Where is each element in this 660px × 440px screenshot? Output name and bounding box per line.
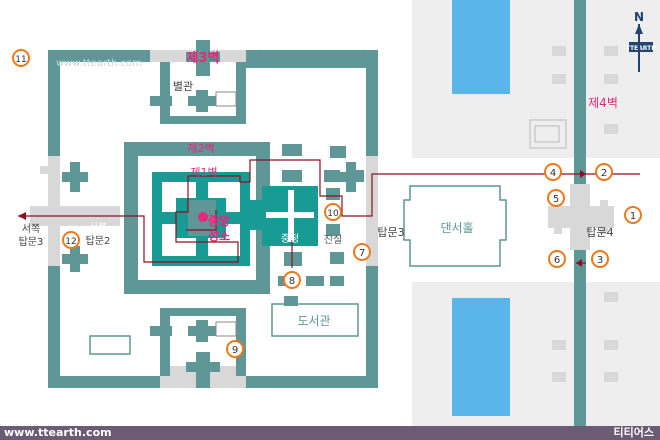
marker-9-circle [226,340,244,358]
east-grounds-north [412,0,660,158]
west-gate2-label-2: 탑문2 [86,235,111,247]
compass-badge [629,42,653,52]
marker-5-circle [547,189,565,207]
sanctuary-label-1: 중앙 [208,214,230,228]
footer-site[interactable]: www.ttearth.com [4,426,112,439]
compass: TTEARTH N [626,10,657,72]
dance-hall-building [403,185,507,267]
marker-2-circle [595,163,613,181]
reflecting-pool-south [452,298,510,416]
marker-10-circle [324,203,342,221]
marker-6-label: 6 [554,255,560,266]
visitor-route [18,159,640,268]
first-wall-label: 제1벽 [190,166,217,179]
gate4-label: 탑문4 [586,226,613,239]
marker-11-circle [12,49,30,67]
marker-7-circle [353,243,371,261]
footer-brand: 티티어스 [613,426,654,439]
marker-12-label: 12 [65,237,76,247]
marker-8-circle [283,271,301,289]
library-building [271,303,359,337]
marker-7-label: 7 [359,248,365,259]
marker-8-label: 8 [289,276,295,287]
svg-text:TTEARTH: TTEARTH [626,45,657,52]
fourth-wall-label: 제4벽 [588,96,618,110]
marker-1-label: 1 [630,211,636,222]
marker-2-label: 2 [601,168,607,179]
east-grounds-south [412,282,660,426]
marker-5-label: 5 [553,194,559,205]
inner-chamber-label: 진실 [324,234,342,246]
west-gate2-label-1: 서쪽 [89,222,107,234]
marker-11-label: 11 [15,55,26,65]
west-gate3-label-1: 서쪽 [22,223,40,235]
gate3-label: 탑문3 [377,226,404,239]
footer-bar: www.ttearth.com 티티어스 [0,426,660,440]
marker-4-circle [544,163,562,181]
marker-6-circle [548,250,566,268]
sanctuary-dot [198,212,208,222]
marker-12-circle [62,231,80,249]
third-wall-label: 제3벽 [187,50,220,66]
second-wall-label: 제2벽 [187,142,214,155]
dance-hall-label: 댄서홀 [440,221,473,235]
library-label: 도서관 [297,314,330,328]
east-small-buildings [529,46,618,382]
south-annex-enclosure [150,308,246,376]
marker-4-label: 4 [550,168,556,179]
marker-3-label: 3 [597,255,603,266]
north-annex-enclosure [150,60,366,124]
gate4-cross-v [570,184,590,250]
second-wall [124,142,270,294]
west-gate3-label-2: 탑문3 [19,236,44,248]
marker-1-circle [624,206,642,224]
sanctuary-label-2: 성소 [208,229,230,243]
marker-9-label: 9 [232,345,238,356]
reflecting-pool-north [452,0,510,94]
map-watermark: www.ttearth.com [56,58,142,69]
compass-north-label: N [634,10,644,24]
marker-3-circle [591,250,609,268]
marker-10-label: 10 [327,209,339,219]
central-court-label: 중정 [281,233,299,245]
annex-label: 별관 [173,80,193,93]
west-outline-building [89,335,131,355]
